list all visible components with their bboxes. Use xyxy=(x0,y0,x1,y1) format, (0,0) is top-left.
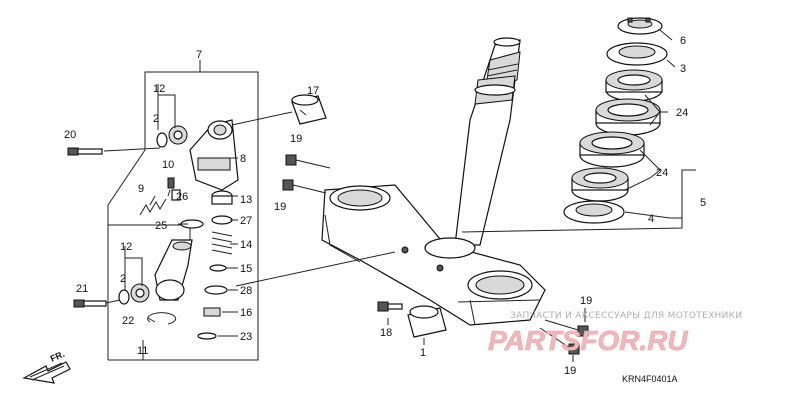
callout-25: 25 xyxy=(155,220,167,232)
callout-8: 8 xyxy=(240,153,246,165)
part-9-spring xyxy=(139,198,167,216)
part-24-upper-bearing xyxy=(605,69,663,102)
part-12-lower-bushing xyxy=(130,283,150,303)
callout-24-upper: 24 xyxy=(676,107,688,119)
part-2-lower-ring xyxy=(118,289,130,305)
callout-20: 20 xyxy=(64,129,76,141)
callout-28: 28 xyxy=(240,285,252,297)
callout-26: 26 xyxy=(176,191,188,203)
part-19-bolt-right-upper xyxy=(544,319,589,337)
leader-lines xyxy=(103,29,696,362)
part-1-clamp xyxy=(407,305,447,338)
part-11-damper xyxy=(154,239,193,301)
part-4-lower-seal xyxy=(563,200,625,224)
callout-6: 6 xyxy=(680,35,686,47)
callout-19-left: 19 xyxy=(274,201,286,213)
callout-15: 15 xyxy=(240,263,252,275)
callout-19-right-lower: 19 xyxy=(564,365,576,377)
part-13-cap xyxy=(211,190,233,205)
part-20-bolt xyxy=(67,147,103,156)
part-17-cap xyxy=(291,94,327,125)
callout-4: 4 xyxy=(648,213,654,225)
callout-14: 14 xyxy=(240,239,252,251)
front-direction-label: FR. xyxy=(49,349,66,364)
callout-1: 1 xyxy=(420,347,426,359)
callout-2-upper: 2 xyxy=(153,113,159,125)
callout-19-right-upper: 19 xyxy=(580,295,592,307)
part-19-bolt-lower-left xyxy=(282,179,327,194)
part-12-upper-bushing xyxy=(168,125,188,145)
callout-10: 10 xyxy=(162,159,174,171)
part-15-washer xyxy=(209,264,227,272)
part-22-circlip xyxy=(147,312,177,325)
part-16-nut xyxy=(203,307,221,317)
part-10-screw xyxy=(167,177,175,189)
callout-9: 9 xyxy=(138,183,144,195)
callout-18: 18 xyxy=(380,327,392,339)
callout-2-lower: 2 xyxy=(120,273,126,285)
part-14-spring xyxy=(211,231,233,255)
callout-12-upper: 12 xyxy=(153,83,165,95)
lower-triple-clamp xyxy=(321,184,546,326)
front-direction-arrow: FR. xyxy=(22,349,71,384)
steering-stem xyxy=(454,37,521,246)
group-box-7 xyxy=(107,60,259,361)
callout-22: 22 xyxy=(122,315,134,327)
part-19-bolt-right-lower xyxy=(539,327,580,355)
callout-5: 5 xyxy=(700,197,706,209)
part-28-oring xyxy=(204,285,228,295)
part-26-valve xyxy=(171,189,181,201)
watermark-tagline: ЗАПЧАСТИ И АКСЕССУАРЫ ДЛЯ МОТОТЕХНИКИ xyxy=(510,311,742,321)
watermark-brand: PARTSFOR.RU xyxy=(488,325,688,356)
callout-3: 3 xyxy=(680,63,686,75)
part-23-clip xyxy=(197,332,217,340)
part-18-bolt xyxy=(377,301,403,312)
part-2-upper-ring xyxy=(156,132,168,148)
callout-13: 13 xyxy=(240,194,252,206)
part-21-bolt xyxy=(73,299,107,308)
callout-16: 16 xyxy=(240,307,252,319)
part-3-dust-seal xyxy=(606,42,668,66)
part-6-nut xyxy=(617,17,663,35)
drawing-code: KRN4F0401A xyxy=(622,374,678,384)
callout-27: 27 xyxy=(240,215,252,227)
callout-17: 17 xyxy=(307,85,319,97)
callout-11: 11 xyxy=(137,345,148,357)
callout-12-lower: 12 xyxy=(120,241,132,253)
watermark: ЗАПЧАСТИ И АКСЕССУАРЫ ДЛЯ МОТОТЕХНИКИ PA… xyxy=(488,311,742,356)
part-8-body xyxy=(189,119,239,191)
callout-7: 7 xyxy=(196,49,202,61)
part-19-bolt-upper xyxy=(285,154,331,169)
callout-labels: 1 2 2 3 4 5 6 7 8 9 10 11 12 12 13 14 15… xyxy=(64,35,706,377)
callout-24-lower: 24 xyxy=(656,167,668,179)
part-24-upper-race xyxy=(595,98,661,136)
callout-19-upper: 19 xyxy=(290,133,302,145)
part-24-lower-race xyxy=(579,131,645,168)
callout-21: 21 xyxy=(76,283,88,295)
callout-23: 23 xyxy=(240,331,252,343)
part-27-oring xyxy=(211,215,233,225)
part-24-lower-bearing xyxy=(571,167,629,202)
